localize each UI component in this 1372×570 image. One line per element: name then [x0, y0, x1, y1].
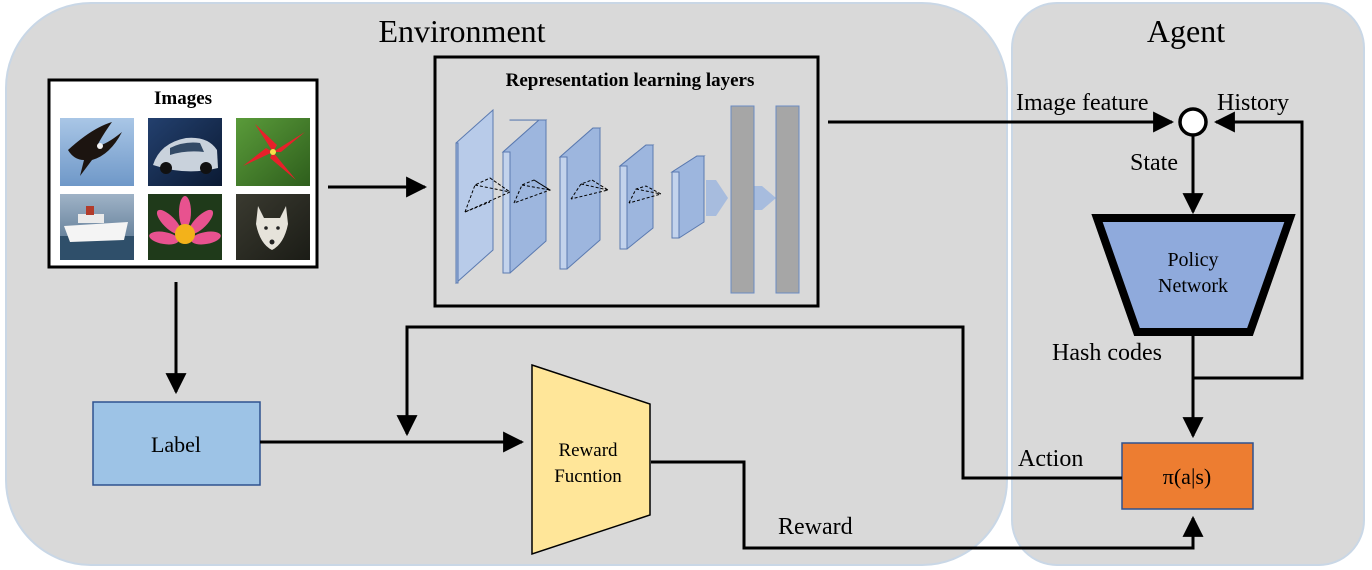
state-merge-node — [1178, 107, 1208, 137]
reward-function: Reward Fucntion — [531, 363, 651, 556]
conv-layers — [455, 108, 706, 285]
representation-panel: Representation learning layers — [433, 55, 820, 308]
conv-layer-4 — [618, 144, 655, 250]
policy-network: Policy Network — [1091, 214, 1296, 336]
action-feedback-line — [396, 325, 1122, 480]
wolf-thumbnail — [236, 194, 310, 260]
conv-layer-1 — [455, 108, 494, 285]
policy-output-text: π(a|s) — [1163, 464, 1212, 489]
images-title: Images — [154, 88, 212, 109]
car-thumbnail — [148, 118, 222, 186]
label-box: Label — [92, 401, 261, 486]
reward-output-line — [651, 460, 1204, 550]
state-label: State — [1130, 150, 1178, 176]
kernel-pyramids — [464, 177, 663, 213]
environment-title: Environment — [378, 13, 545, 49]
conv-to-fc-arrow-2 — [752, 186, 776, 210]
conv-layer-5 — [670, 155, 706, 239]
red-flower-thumbnail — [236, 118, 310, 186]
representation-title: Representation learning layers — [506, 70, 755, 91]
label-text: Label — [151, 432, 201, 457]
image-feature-label: Image feature — [1016, 90, 1149, 116]
hash-codes-label: Hash codes — [1052, 340, 1162, 366]
pink-flower-thumbnail — [148, 194, 222, 260]
fc-layer-2 — [775, 105, 800, 294]
policy-network-line2: Network — [1158, 275, 1228, 297]
agent-title: Agent — [1147, 13, 1225, 49]
eagle-thumbnail — [60, 118, 134, 186]
fc-layer-1 — [730, 105, 755, 294]
history-feedback-line — [1193, 111, 1304, 380]
ship-thumbnail — [60, 194, 134, 260]
action-label: Action — [1018, 446, 1083, 472]
conv-layer-2 — [501, 119, 548, 274]
reward-label: Reward — [778, 514, 853, 540]
reward-function-line2: Fucntion — [554, 466, 622, 487]
images-panel: Images — [47, 78, 319, 269]
policy-network-line1: Policy — [1167, 249, 1218, 271]
policy-output-box: π(a|s) — [1121, 442, 1254, 510]
reward-function-line1: Reward — [558, 440, 618, 461]
conv-to-fc-arrow-1 — [706, 180, 728, 216]
history-label: History — [1217, 90, 1289, 116]
conv-layer-3 — [558, 127, 602, 270]
